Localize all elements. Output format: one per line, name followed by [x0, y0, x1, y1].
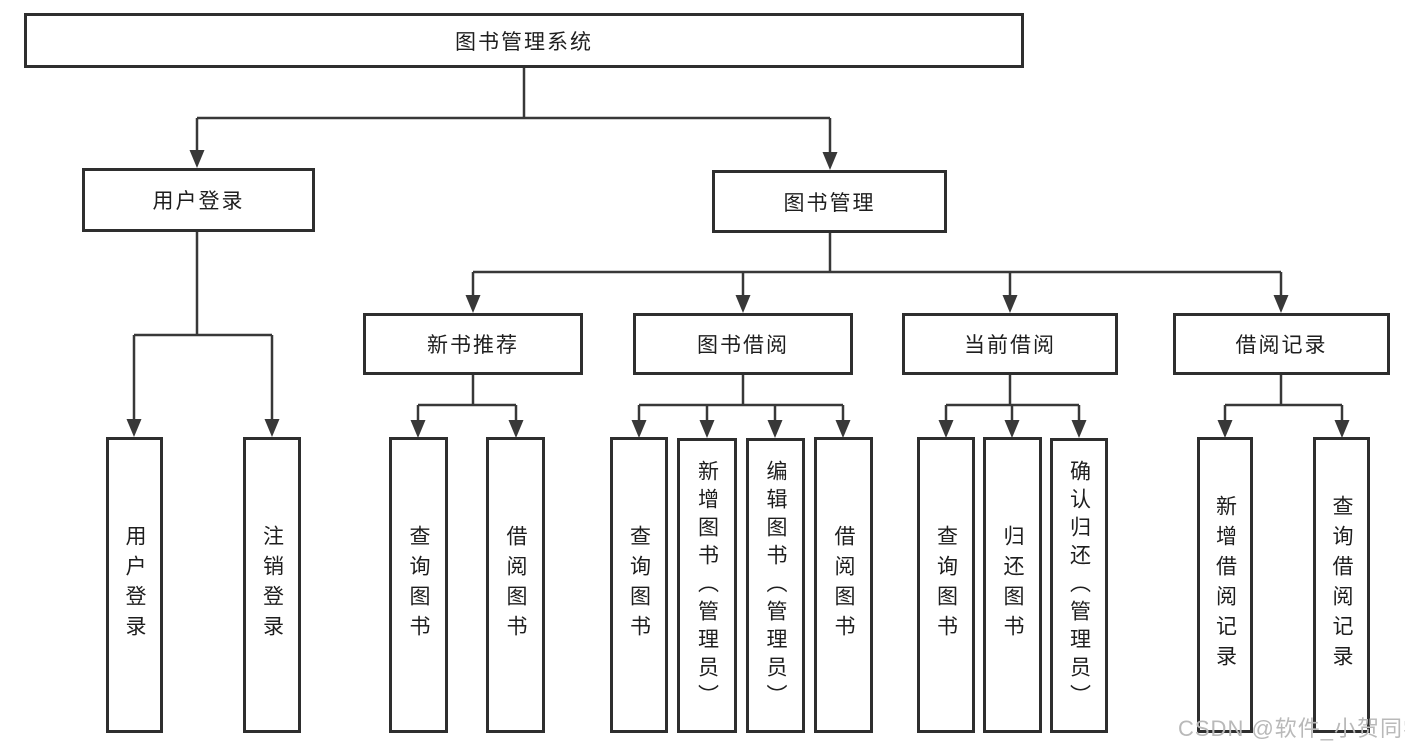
node-label: 新增图书（管理员） [695, 459, 719, 712]
node-label: 编辑图书（管理员） [764, 459, 787, 712]
node-book-management: 图书管理 [712, 170, 947, 233]
node-add-book-admin: 新增图书（管理员） [677, 438, 737, 733]
node-query-books-current: 查询图书 [917, 437, 975, 733]
csdn-watermark: CSDN @软件_小贺同学 [1178, 716, 1405, 741]
node-label: 查询图书 [934, 525, 958, 645]
node-borrow-books-recommend: 借阅图书 [486, 437, 545, 733]
node-query-books-recommend: 查询图书 [389, 437, 448, 733]
node-label: 查询借阅记录 [1330, 495, 1353, 675]
node-confirm-return-admin: 确认归还（管理员） [1050, 438, 1108, 733]
node-return-book: 归还图书 [983, 437, 1042, 733]
node-label: 用户登录 [123, 525, 146, 645]
node-label: 新增借阅记录 [1213, 495, 1237, 675]
node-user-login: 用户登录 [106, 437, 163, 733]
node-borrowing-records: 借阅记录 [1173, 313, 1390, 375]
node-label: 查询图书 [627, 525, 651, 645]
node-user-login-branch: 用户登录 [82, 168, 315, 232]
node-library-management-system: 图书管理系统 [24, 13, 1024, 68]
node-borrow-books-borrowing: 借阅图书 [814, 437, 873, 733]
arrowheads [126, 150, 1350, 438]
node-label: 查询图书 [407, 525, 430, 645]
node-label: 确认归还（管理员） [1067, 459, 1091, 712]
node-current-borrowing: 当前借阅 [902, 313, 1118, 375]
node-query-borrow-record: 查询借阅记录 [1313, 437, 1370, 733]
node-edit-book-admin: 编辑图书（管理员） [746, 438, 805, 733]
node-query-books-borrowing: 查询图书 [610, 437, 668, 733]
node-label: 归还图书 [1001, 525, 1024, 645]
node-label: 借阅图书 [504, 525, 527, 645]
node-book-borrowing: 图书借阅 [633, 313, 853, 375]
node-add-borrow-record: 新增借阅记录 [1197, 437, 1253, 733]
node-label: 注销登录 [260, 525, 284, 645]
node-label: 借阅图书 [832, 525, 855, 645]
node-logout-login: 注销登录 [243, 437, 301, 733]
node-new-book-recommendation: 新书推荐 [363, 313, 583, 375]
